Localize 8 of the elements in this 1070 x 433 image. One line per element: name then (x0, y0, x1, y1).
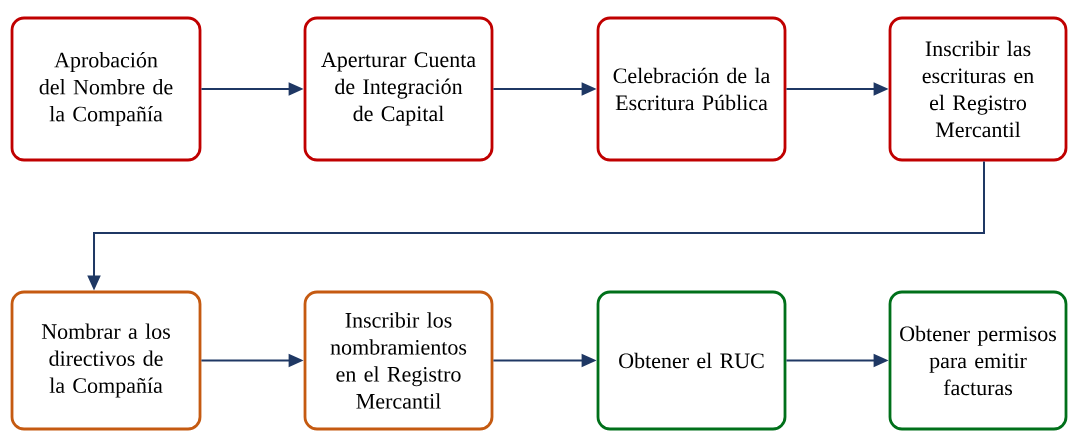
process-box: Inscribir las escrituras en el Registro Mercantil (888, 16, 1068, 162)
process-box: Inscribir los nombramientos en el Registro Mercantil (303, 290, 494, 431)
process-box: Obtener el RUC (596, 290, 787, 431)
process-box: Aperturar Cuenta de Integración de Capital (303, 16, 494, 162)
process-box: Aprobación del Nombre de la Compañía (10, 16, 202, 162)
process-box: Nombrar a los directivos de la Compañía (10, 290, 202, 431)
process-box: Celebración de la Escritura Pública (596, 16, 787, 162)
process-box: Obtener permisos para emitir facturas (888, 290, 1068, 431)
